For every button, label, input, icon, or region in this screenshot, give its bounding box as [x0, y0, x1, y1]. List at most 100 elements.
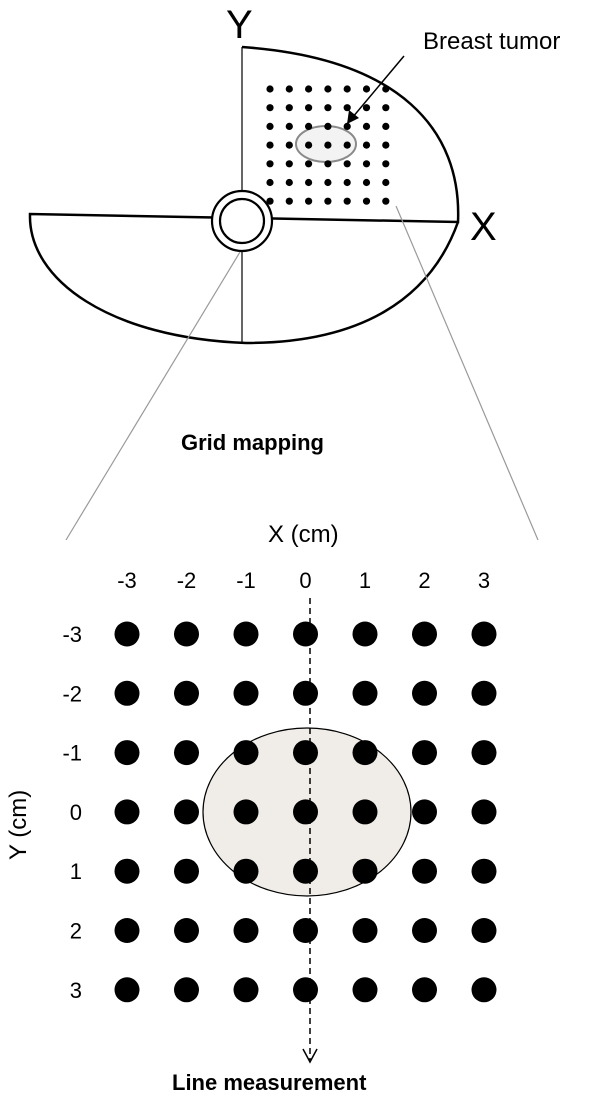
grid-dot: [471, 680, 497, 706]
small-grid-dot: [362, 85, 371, 93]
y-axis-letter: Y: [226, 3, 253, 47]
small-grid-dot: [382, 141, 390, 149]
small-grid-dot: [382, 178, 390, 187]
grid-dot: [293, 918, 318, 943]
grid-dot: [352, 858, 378, 884]
y-tick-label: -3: [62, 622, 82, 647]
grid-dot: [233, 740, 259, 766]
grid-dot: [412, 799, 437, 825]
small-grid-dot: [285, 141, 293, 149]
small-grid-dot: [343, 178, 351, 187]
grid-dot: [233, 799, 259, 825]
grid-x-axis-label: X (cm): [268, 521, 339, 548]
small-grid-dot: [305, 197, 313, 205]
grid-dot: [471, 858, 497, 884]
small-grid-dot: [382, 104, 390, 112]
grid-dot: [174, 740, 199, 766]
grid-y-axis-label: Y (cm): [5, 790, 32, 860]
grid-dot: [233, 858, 259, 884]
breast-schematic: Y X Breast tumor: [28, 3, 560, 345]
small-grid-dot: [324, 122, 332, 130]
nipple-inner: [218, 197, 266, 245]
zoom-leader-left: [65, 251, 241, 541]
small-grid-dot: [382, 197, 390, 205]
small-grid-dot: [324, 104, 332, 112]
grid-dot: [174, 858, 199, 884]
tumor-label: Breast tumor: [423, 28, 560, 55]
small-grid-dot: [266, 141, 274, 149]
small-grid-dot: [343, 160, 351, 168]
grid-dot: [293, 621, 318, 647]
small-grid-dot: [362, 160, 371, 168]
grid-dot: [352, 799, 378, 825]
grid-dot: [293, 680, 318, 706]
x-tick-label: 2: [418, 568, 430, 593]
grid-dot: [233, 918, 259, 943]
x-tick-label: 0: [299, 568, 311, 593]
grid-dot: [412, 621, 437, 647]
small-grid-dot: [266, 85, 274, 93]
small-grid-dot: [382, 122, 390, 130]
small-grid-dot: [343, 141, 351, 149]
x-tick-label: -1: [236, 568, 256, 593]
small-grid-dot: [343, 122, 351, 130]
grid-dot: [293, 977, 318, 1003]
small-grid-dot: [362, 197, 371, 205]
grid-dot: [352, 680, 378, 706]
small-grid-dot: [305, 104, 313, 112]
zoom-leader-right: [395, 205, 539, 541]
small-grid-dot: [343, 85, 351, 93]
grid-dot: [412, 858, 437, 884]
grid-dot: [114, 740, 140, 766]
x-tick-label: -3: [117, 568, 137, 593]
small-grid-dot: [382, 160, 390, 168]
grid-dot: [114, 680, 140, 706]
small-grid-dot: [362, 178, 371, 187]
grid-dot: [352, 918, 378, 943]
small-grid-dot: [305, 178, 313, 187]
grid-dot: [174, 799, 199, 825]
grid-dot: [174, 680, 199, 706]
small-grid-dot: [266, 178, 274, 187]
small-grid-dot: [324, 178, 332, 187]
small-grid-dot: [305, 160, 313, 168]
x-tick-label: -2: [177, 568, 197, 593]
y-tick-label: 2: [70, 919, 82, 944]
grid-dot: [114, 621, 140, 647]
small-grid-dot: [285, 160, 293, 168]
small-grid-dot: [305, 122, 313, 130]
grid-dot: [412, 680, 437, 706]
small-grid-dot: [285, 122, 293, 130]
small-grid-dot: [324, 197, 332, 205]
x-tick-label: 1: [359, 568, 371, 593]
small-grid-dot: [362, 141, 371, 149]
grid-dot: [174, 621, 199, 647]
small-grid-dot: [285, 178, 293, 187]
tumor-pointer-arrowhead: [347, 110, 359, 124]
small-grid-dot: [324, 141, 332, 149]
small-grid-dot: [362, 122, 371, 130]
y-tick-label: 0: [70, 800, 82, 825]
small-grid-dot: [324, 85, 332, 93]
small-grid-dot: [382, 85, 390, 93]
grid-dot: [114, 799, 140, 825]
grid-dot: [174, 977, 199, 1003]
small-grid-dot: [362, 104, 371, 112]
grid-dot: [233, 621, 259, 647]
small-grid-dot: [285, 104, 293, 112]
y-tick-label: -1: [62, 741, 82, 766]
grid-dot: [114, 858, 140, 884]
y-tick-label: -2: [62, 681, 82, 706]
grid-dot: [293, 740, 318, 766]
grid-dot: [233, 680, 259, 706]
small-grid-dot: [305, 85, 313, 93]
breast-outline: [28, 45, 460, 345]
small-grid-dot: [343, 104, 351, 112]
grid-dot: [352, 977, 378, 1003]
grid-dot: [233, 977, 259, 1003]
grid-dot: [471, 799, 497, 825]
measurement-arrowhead: [302, 1048, 318, 1064]
